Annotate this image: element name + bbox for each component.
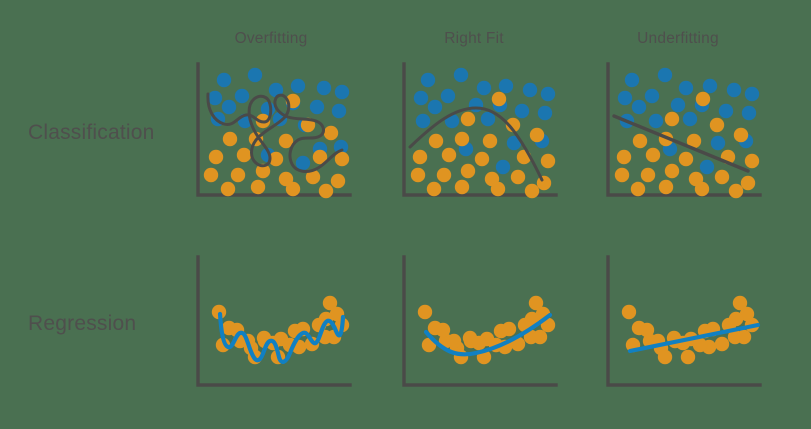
panel-regression-underfitting [600,253,765,393]
fitted-curve-underfit-line [627,322,761,354]
panel-classification-underfitting [600,58,765,203]
axes-classification-underfitting [606,62,762,197]
panel-classification-right-fit [396,58,561,203]
scatter-orange-classification-right-fit [410,91,556,199]
axes-regression-underfitting [606,255,762,387]
row-label-regression: Regression [28,312,137,335]
panel-regression-overfitting [190,253,355,393]
fitted-curve-right-fit-parabola [423,312,553,357]
panel-regression-right-fit [396,253,561,393]
panel-classification-overfitting [190,58,355,203]
decision-boundary-underfit-line [612,114,750,173]
decision-boundary-right-fit-arc [408,106,544,182]
axes-classification-right-fit [402,62,558,197]
axes-regression-right-fit [402,255,558,387]
axes-regression-overfitting [196,255,352,387]
column-title-right-fit: Right Fit [444,30,504,47]
column-title-overfitting: Overfitting [234,30,308,47]
column-title-underfitting: Underfitting [637,30,719,47]
scatter-regression-right-fit [417,295,556,365]
decision-boundary-overfit-squiggle [206,92,344,173]
fitted-curve-overfit-wiggle [217,311,346,364]
scatter-regression-overfitting [211,295,350,365]
row-label-classification: Classification [28,121,155,144]
scatter-orange-classification-underfitting [614,91,760,199]
axes-classification-overfitting [196,62,352,197]
